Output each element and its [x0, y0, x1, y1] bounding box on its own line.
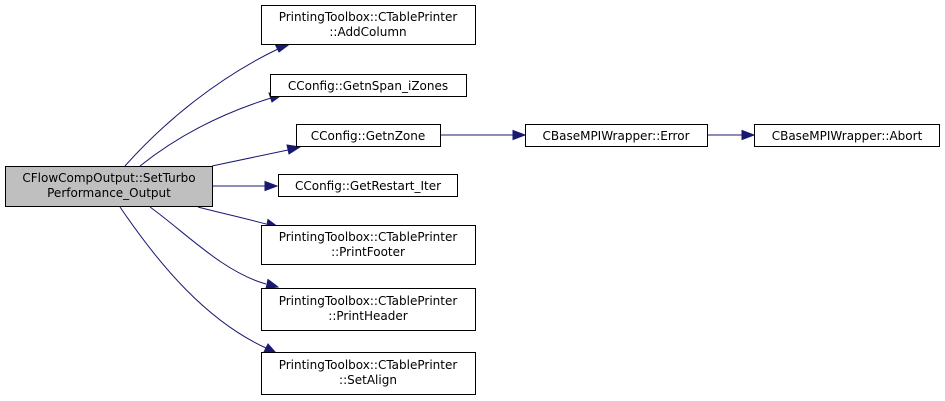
node-mpi-abort-line1: CBaseMPIWrapper::Abort [772, 129, 923, 143]
node-set-align-line2: ::SetAlign [339, 373, 397, 387]
node-getnspan-line1: CConfig::GetnSpan_iZones [288, 79, 448, 93]
node-print-header[interactable]: PrintingToolbox::CTablePrinter ::PrintHe… [261, 288, 476, 331]
node-print-footer-line2: ::PrintFooter [331, 245, 405, 259]
edge-root-to-setalign [119, 206, 278, 354]
node-getrestart-line1: CConfig::GetRestart_Iter [295, 179, 441, 193]
node-print-header-line1: PrintingToolbox::CTablePrinter [279, 294, 458, 308]
node-print-header-line2: ::PrintHeader [328, 309, 407, 323]
node-root[interactable]: CFlowCompOutput::SetTurbo Performance_Ou… [5, 166, 213, 207]
node-mpi-abort[interactable]: CBaseMPIWrapper::Abort [754, 124, 940, 147]
node-set-align[interactable]: PrintingToolbox::CTablePrinter ::SetAlig… [261, 352, 476, 395]
edge-root-to-printheader [149, 206, 280, 290]
node-getnspan[interactable]: CConfig::GetnSpan_iZones [270, 74, 467, 97]
edge-error-to-abort [707, 129, 756, 141]
edge-root-to-getrestart [212, 180, 279, 192]
edge-root-to-add-column [124, 42, 293, 167]
node-root-line1: CFlowCompOutput::SetTurbo [22, 171, 195, 185]
node-set-align-line1: PrintingToolbox::CTablePrinter [279, 358, 458, 372]
node-add-column-line2: ::AddColumn [329, 25, 406, 39]
node-add-column-line1: PrintingToolbox::CTablePrinter [279, 10, 458, 24]
node-getnzone[interactable]: CConfig::GetnZone [296, 124, 441, 147]
node-print-footer-line1: PrintingToolbox::CTablePrinter [279, 230, 458, 244]
edge-root-to-getnzone [211, 144, 302, 167]
node-print-footer[interactable]: PrintingToolbox::CTablePrinter ::PrintFo… [261, 225, 476, 265]
node-getrestart[interactable]: CConfig::GetRestart_Iter [278, 174, 458, 197]
node-mpi-error-line1: CBaseMPIWrapper::Error [542, 129, 689, 143]
edge-getnzone-to-error [441, 129, 527, 141]
node-root-line2: Performance_Output [47, 186, 171, 200]
node-mpi-error[interactable]: CBaseMPIWrapper::Error [525, 124, 708, 147]
node-getnzone-line1: CConfig::GetnZone [311, 129, 426, 143]
node-add-column[interactable]: PrintingToolbox::CTablePrinter ::AddColu… [261, 5, 476, 45]
